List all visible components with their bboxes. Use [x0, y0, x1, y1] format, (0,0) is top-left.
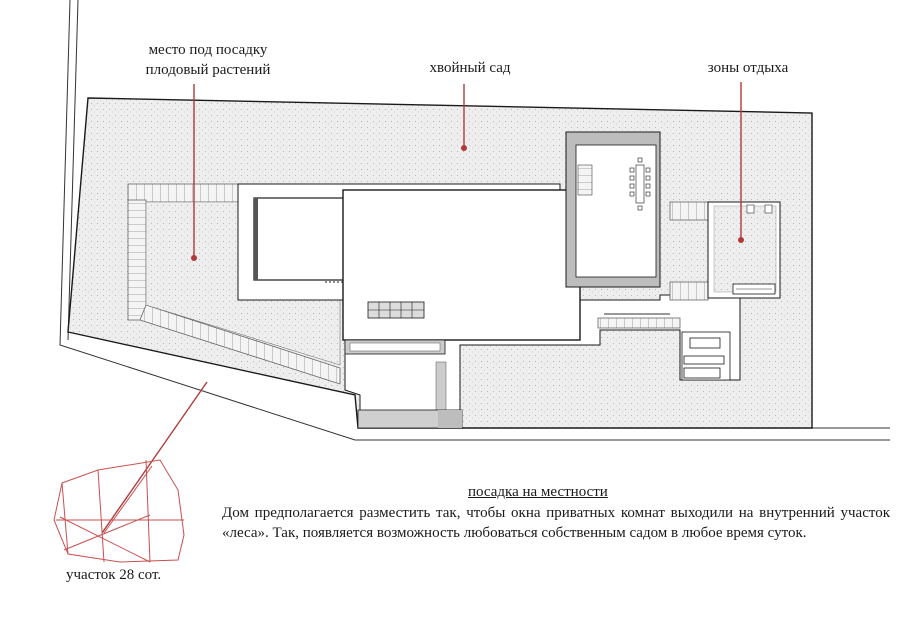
paving-right-top: [669, 201, 709, 221]
section-title: посадка на местности: [468, 484, 608, 500]
house-wing-left: [253, 197, 347, 281]
wing-shadow: [254, 198, 258, 280]
paving-path-top: [127, 183, 241, 203]
label-rest-zones: зоны отдыха: [707, 60, 789, 76]
description-text: Дом предполагается разместить так, чтобы…: [222, 505, 890, 541]
dining-table: [629, 157, 651, 211]
label-conifer-garden: хвойный сад: [429, 60, 511, 76]
sofa-lower-2: [683, 355, 725, 365]
plot-sketch: [53, 459, 185, 563]
paving-right-bottom: [669, 281, 709, 301]
label-fruit-planting-area: место под посадку плодовый растений: [145, 42, 271, 78]
paving-middle: [597, 317, 681, 329]
sofa-lower-3: [683, 367, 721, 379]
leader-lines: [101, 82, 742, 534]
paving-path-left: [127, 199, 147, 321]
leader-dots: [191, 145, 744, 261]
label-plot-size: участок 28 сот.: [66, 567, 162, 583]
driveway-top: [435, 361, 447, 413]
sofa-lower-1: [689, 337, 721, 349]
paving-path-diagonal: [139, 304, 341, 385]
stairs: [577, 164, 593, 196]
